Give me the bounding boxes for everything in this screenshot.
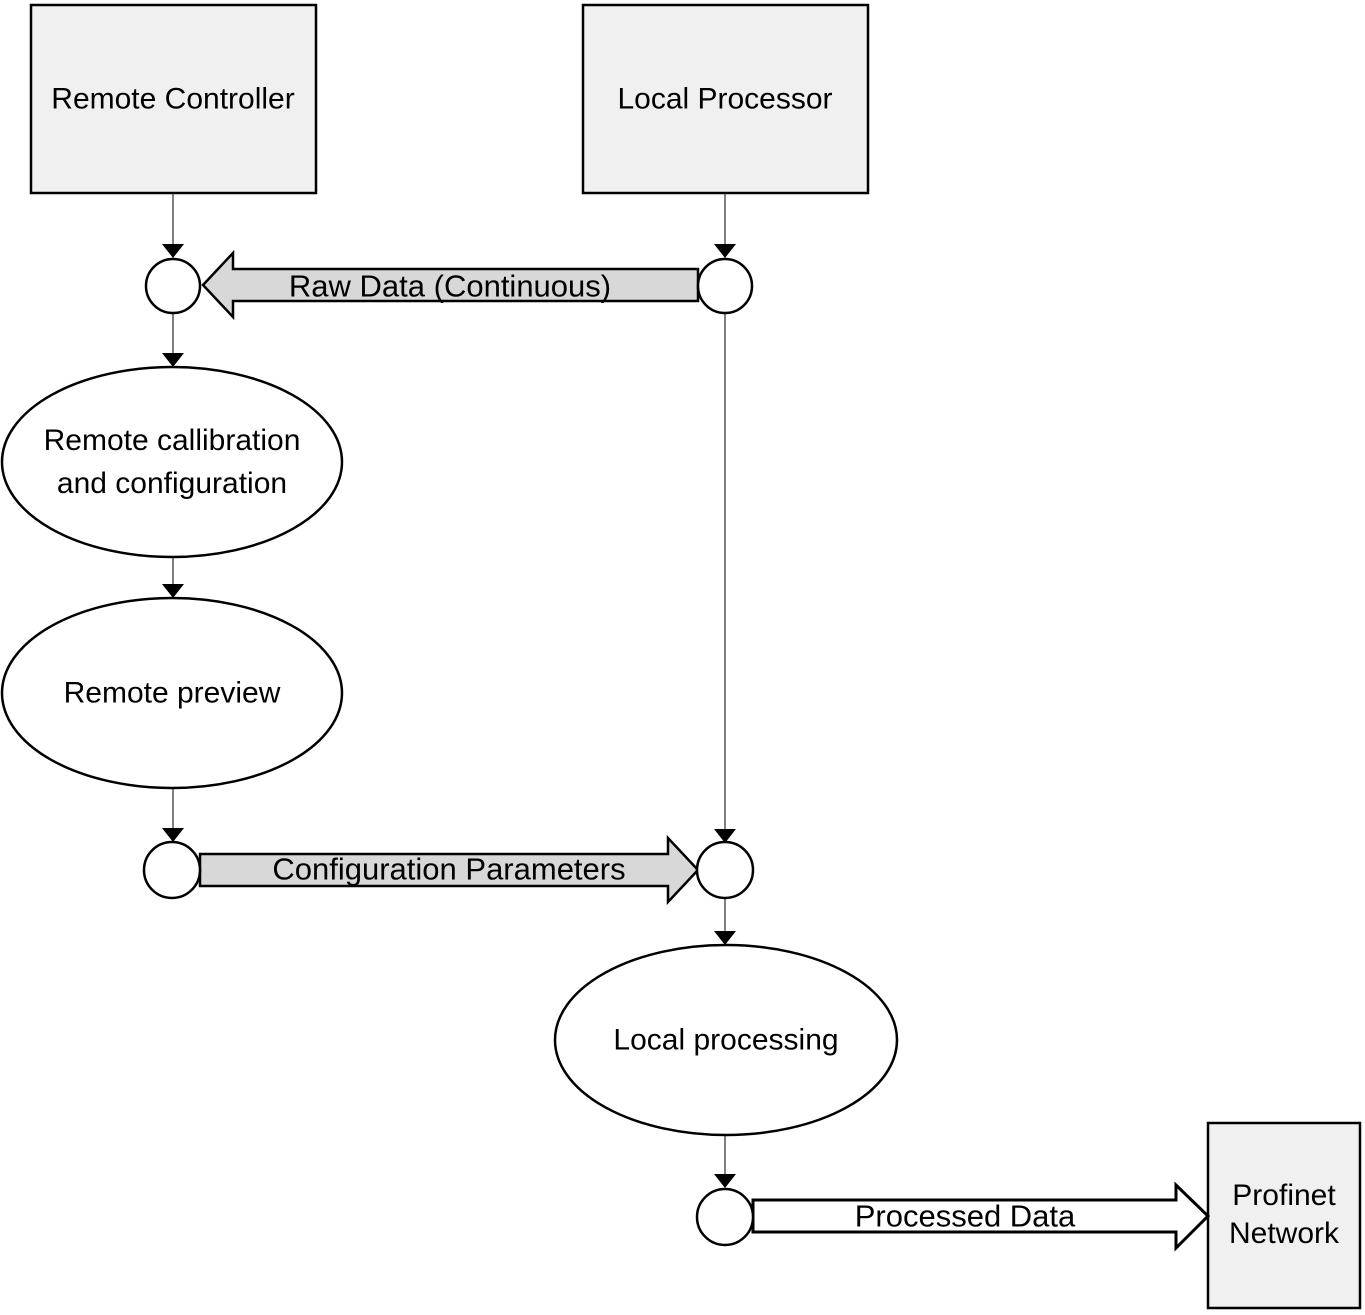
raw-data-label: Raw Data (Continuous) [288, 268, 612, 304]
profinet-network-label-line1: Profinet [1232, 1179, 1336, 1212]
remote-controller-box [29, 3, 318, 195]
local-processing-label: Local processing [613, 1023, 839, 1057]
remote-calibration-label: Remote callibration and configuration [44, 419, 301, 505]
profinet-network-label: Profinet Network [1229, 1177, 1339, 1253]
junction-circle-processed-output [695, 1187, 755, 1247]
local-processor-label: Local Processor [617, 82, 833, 116]
processed-data-arrow [751, 1181, 1211, 1252]
remote-calibration-label-line1: Remote callibration [43, 424, 301, 457]
connector-circle-to-local-processing [714, 898, 736, 945]
connector-local-processor-long-line [714, 313, 736, 843]
junction-circle-remote-raw-data [144, 257, 202, 315]
configuration-parameters-label: Configuration Parameters [272, 851, 626, 887]
connector-remote-controller-to-circle [162, 194, 184, 258]
connector-preview-to-circle [162, 788, 184, 842]
local-processor-box [581, 3, 870, 195]
local-processing-ellipse [553, 943, 899, 1137]
remote-calibration-label-line2: and configuration [56, 467, 288, 500]
profinet-network-label-line2: Network [1228, 1217, 1340, 1250]
profinet-network-box [1206, 1121, 1362, 1310]
remote-controller-label: Remote Controller [51, 82, 295, 116]
junction-circle-remote-config [142, 840, 202, 900]
remote-preview-ellipse [0, 596, 344, 790]
remote-preview-label: Remote preview [63, 676, 281, 710]
processed-data-label: Processed Data [854, 1198, 1076, 1234]
configuration-parameters-arrow [198, 834, 700, 906]
remote-calibration-ellipse [0, 365, 344, 559]
connector-circle-to-calibration [162, 313, 184, 367]
connector-local-processor-to-circle [714, 194, 736, 258]
junction-circle-local-raw-data [696, 257, 754, 315]
connector-calibration-to-preview [162, 557, 184, 598]
connector-local-processing-to-circle [714, 1135, 736, 1188]
junction-circle-local-config [695, 840, 755, 900]
